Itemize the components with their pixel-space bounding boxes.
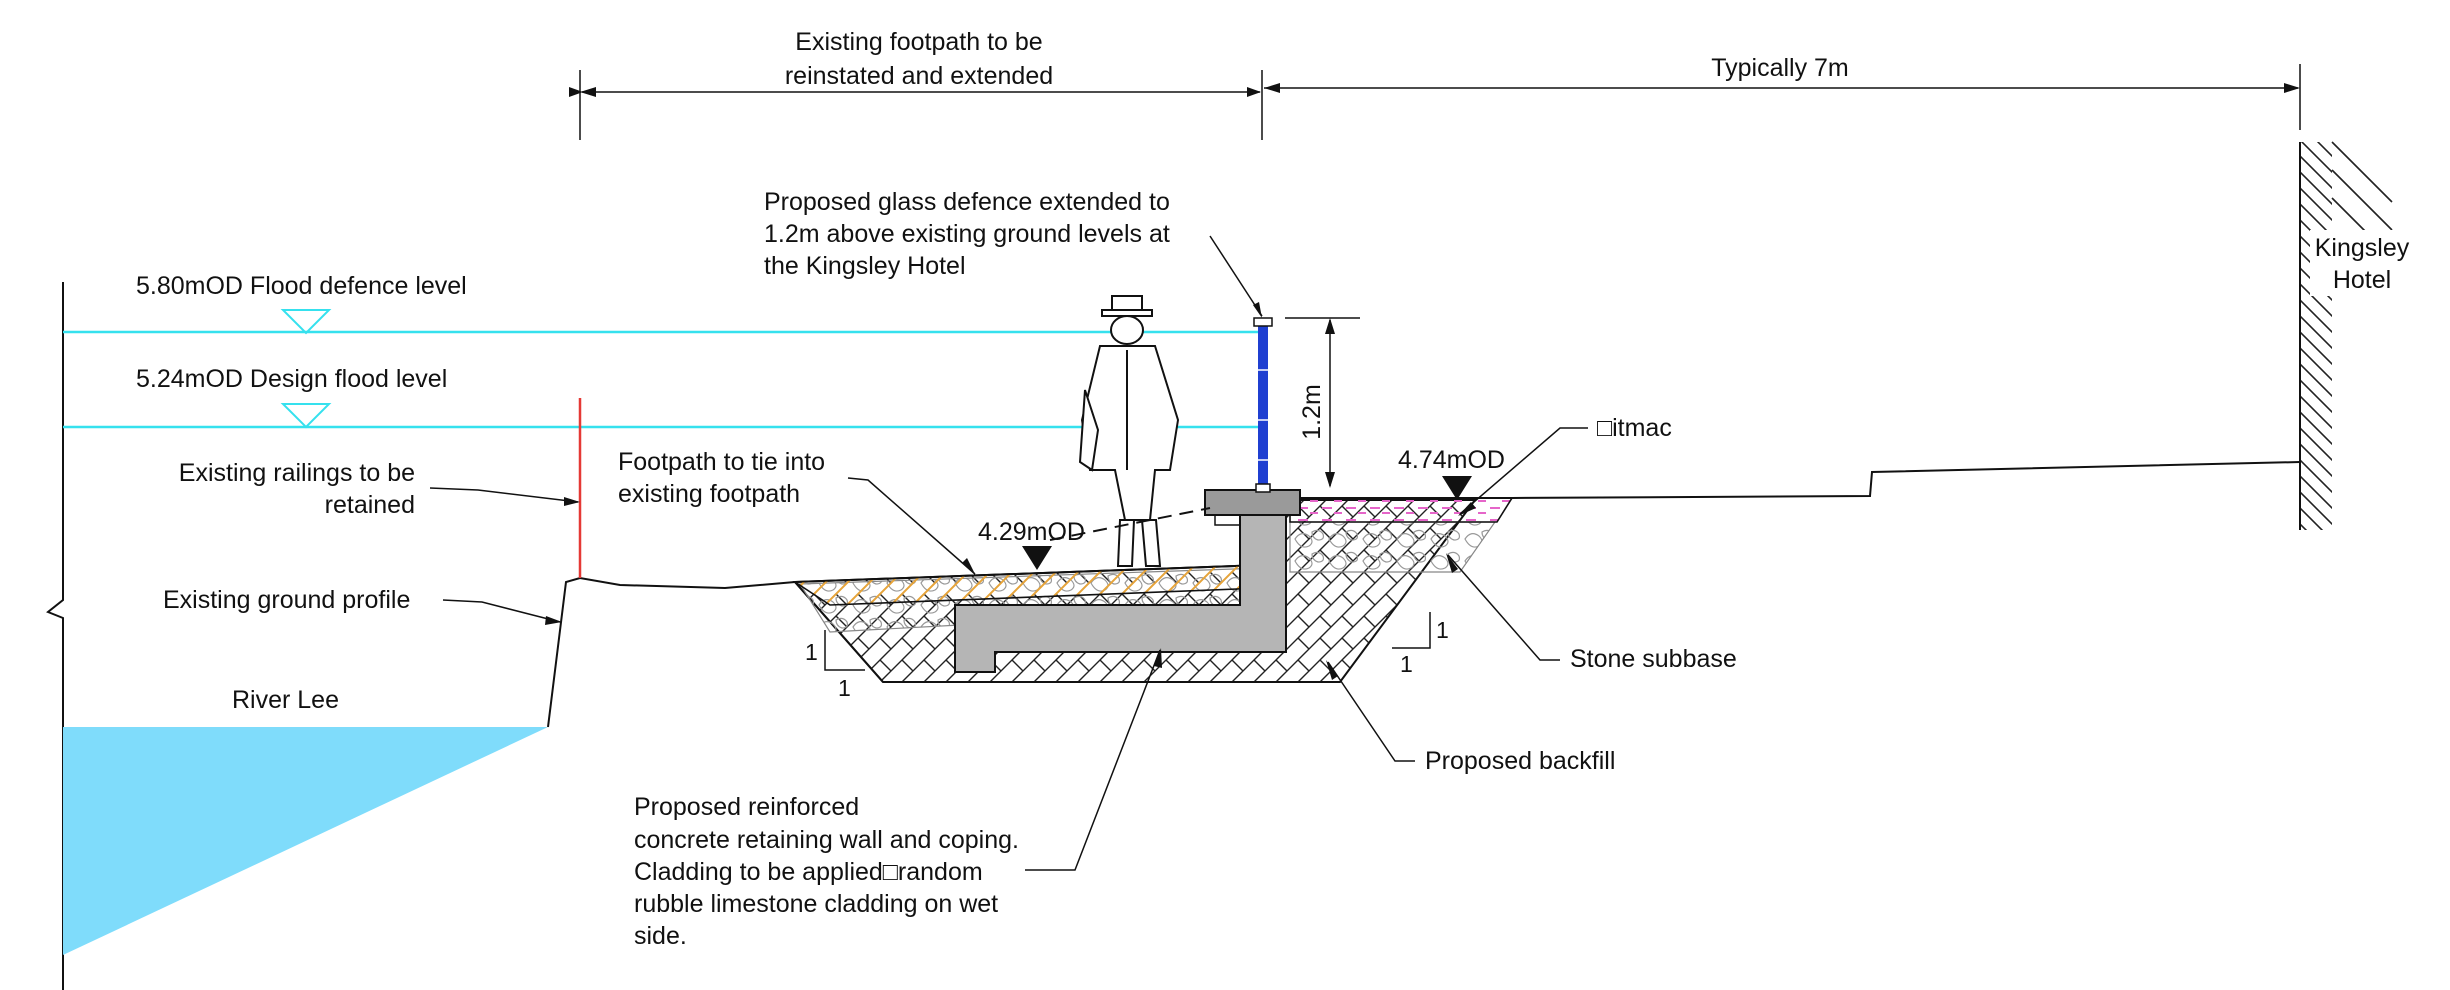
wall-note-1: Proposed reinforced	[634, 793, 859, 821]
stone-subbase-leader	[1447, 554, 1560, 661]
level-label-left: 4.29mOD	[978, 518, 1085, 546]
backfill-leader	[1327, 661, 1415, 762]
glass-defence-label-2: 1.2m above existing ground levels at	[764, 220, 1170, 248]
footpath-tie-in-line	[1049, 507, 1211, 541]
bitmac-leader	[1459, 427, 1588, 515]
bitmac-leader-arrow	[1458, 502, 1476, 516]
design-flood-level-marker	[280, 403, 332, 429]
person-figure	[1078, 295, 1180, 567]
ground-profile-leader	[442, 599, 561, 623]
backfill-label: Proposed backfill	[1425, 747, 1615, 775]
wall-note-4: rubble limestone cladding on wet	[634, 890, 998, 918]
wall-coping	[1204, 489, 1301, 516]
slope-indicator-right: 1 1	[1392, 612, 1449, 677]
wall-note-3: Cladding to be applied□random	[634, 858, 983, 886]
backfill-leader-arrow	[1326, 660, 1338, 680]
glass-defence-leader	[1209, 235, 1263, 317]
river-label: River Lee	[232, 686, 339, 714]
typical-dim-arrow-left	[1264, 83, 1280, 93]
typical-dim-arrow-right	[2284, 83, 2300, 93]
footpath-tie-leader	[847, 477, 976, 575]
svg-text:1: 1	[1436, 617, 1449, 643]
river-water	[63, 727, 548, 955]
level-marker-right	[1442, 476, 1472, 500]
retaining-wall	[954, 511, 1287, 673]
stone-subbase-leader-arrow	[1446, 553, 1458, 573]
railings-leader-arrow	[564, 497, 580, 506]
wall-note-5: side.	[634, 922, 687, 950]
height-dim-arrow-bottom	[1325, 472, 1335, 488]
hotel-label-1: Kingsley	[2315, 234, 2410, 262]
svg-text:1: 1	[1400, 651, 1413, 677]
railings-label-2: retained	[325, 491, 415, 519]
design-flood-level-label: 5.24mOD Design flood level	[136, 365, 447, 393]
bitmac-label: □itmac	[1597, 414, 1672, 442]
hotel-label-2: Hotel	[2333, 266, 2391, 294]
railings-leader	[429, 487, 579, 503]
level-marker-left	[1022, 546, 1052, 570]
ground-profile-label: Existing ground profile	[163, 586, 410, 614]
stone-subbase-label: Stone subbase	[1570, 645, 1737, 673]
section-break-line	[46, 282, 64, 990]
wall-note-leader-arrow	[1154, 648, 1162, 668]
footpath-tie-label-2: existing footpath	[618, 480, 800, 508]
typical-dim-label: Typically 7m	[1711, 54, 1849, 82]
footpath-dim-label-2: reinstated and extended	[785, 62, 1053, 90]
glass-defence-leader-arrow	[1253, 302, 1262, 318]
dry-side-ground-line	[1300, 461, 2301, 499]
glass-defence-label-1: Proposed glass defence extended to	[764, 188, 1170, 216]
height-dim-label: 1.2m	[1298, 384, 1326, 440]
glass-defence	[1253, 317, 1273, 493]
footpath-dim-arrow-left	[580, 87, 596, 97]
bitmac-layer	[1289, 497, 1514, 523]
svg-text:1: 1	[838, 675, 851, 701]
kingsley-hotel-hatch-ext	[2331, 141, 2393, 239]
kingsley-hotel-wall	[2300, 142, 2332, 530]
flood-defence-level-marker	[280, 309, 332, 335]
svg-text:1: 1	[805, 639, 818, 665]
ground-profile-leader-arrow	[545, 616, 562, 625]
stone-subbase-right	[1289, 521, 1497, 573]
footpath-dim-label-1: Existing footpath to be	[795, 28, 1042, 56]
wall-note-2: concrete retaining wall and coping.	[634, 826, 1019, 854]
footpath-tie-label-1: Footpath to tie into	[618, 448, 825, 476]
height-dim-arrow-top	[1325, 318, 1335, 334]
wall-note-leader	[1025, 649, 1161, 871]
railings-label-1: Existing railings to be	[179, 459, 415, 487]
level-label-right: 4.74mOD	[1398, 446, 1505, 474]
slope-indicator-left: 1 1	[805, 630, 865, 701]
glass-defence-label-3: the Kingsley Hotel	[764, 252, 966, 280]
hotel-label-bg	[2310, 230, 2420, 296]
coping-drip	[1214, 515, 1240, 526]
footpath-tie-leader-arrow	[962, 558, 976, 576]
flood-defence-level-label: 5.80mOD Flood defence level	[136, 272, 467, 300]
